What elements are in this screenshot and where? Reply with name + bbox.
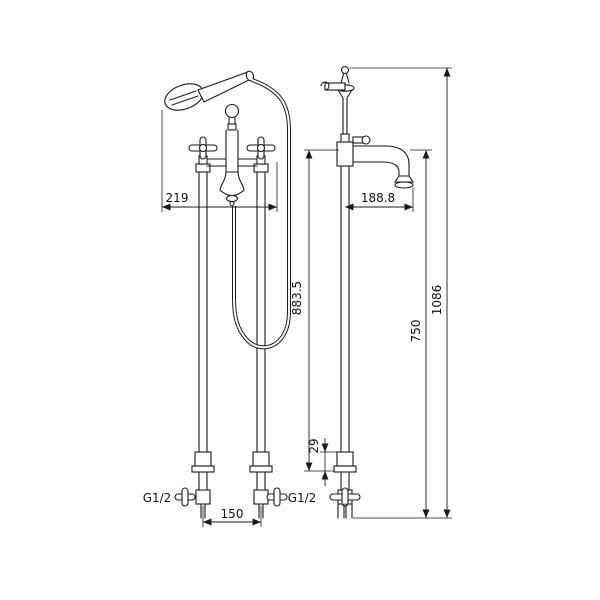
side-spout [352, 145, 415, 189]
cradle-lever [352, 135, 371, 145]
left-cross-handle [188, 136, 218, 165]
front-inlet-valves [174, 471, 288, 519]
bracket-ornament [320, 65, 355, 99]
dim-spout-height-label: 750 [409, 320, 423, 343]
handshower [164, 70, 255, 111]
faucet-body [206, 123, 258, 173]
handshower-grip [197, 71, 252, 103]
side-view: 188.8 29 883.5 750 1086 [290, 65, 452, 519]
inlet-left-thread-label: G1/2 [143, 491, 172, 505]
inlet-right-thread-label: G1/2 [288, 491, 317, 505]
side-tee-and-bracket [320, 65, 371, 167]
dim-inlet-spacing: 150 [202, 506, 262, 527]
dim-front-width-label: 219 [166, 191, 189, 205]
side-riser-pipe [333, 149, 357, 473]
right-riser-pipe [249, 163, 273, 473]
dim-inlet-spacing-label: 150 [221, 507, 244, 521]
left-riser-pipe [191, 163, 215, 473]
shower-hose [232, 78, 291, 350]
dim-riser-height: 883.5 [290, 149, 339, 471]
front-view: 219 G1/2 G1/2 150 [143, 70, 317, 527]
left-inlet-cross-handle [174, 487, 196, 507]
dim-total-height: 1086 [350, 67, 452, 518]
right-inlet-cross-handle [266, 487, 288, 507]
showerhead-face-line [169, 90, 197, 101]
spout-bell-front [219, 171, 245, 207]
side-inlet-valve [329, 471, 361, 519]
dim-spout-reach-label: 188.8 [361, 191, 395, 205]
dim-riser-height-label: 883.5 [290, 281, 304, 315]
spout-outlet [394, 181, 414, 189]
dim-front-width: 219 [161, 110, 278, 212]
right-cross-handle [246, 136, 276, 165]
dim-spout-height: 750 [353, 149, 452, 519]
dim-total-height-label: 1086 [430, 285, 444, 316]
dim-spout-reach: 188.8 [345, 188, 414, 212]
handshower-cradle [224, 103, 240, 125]
